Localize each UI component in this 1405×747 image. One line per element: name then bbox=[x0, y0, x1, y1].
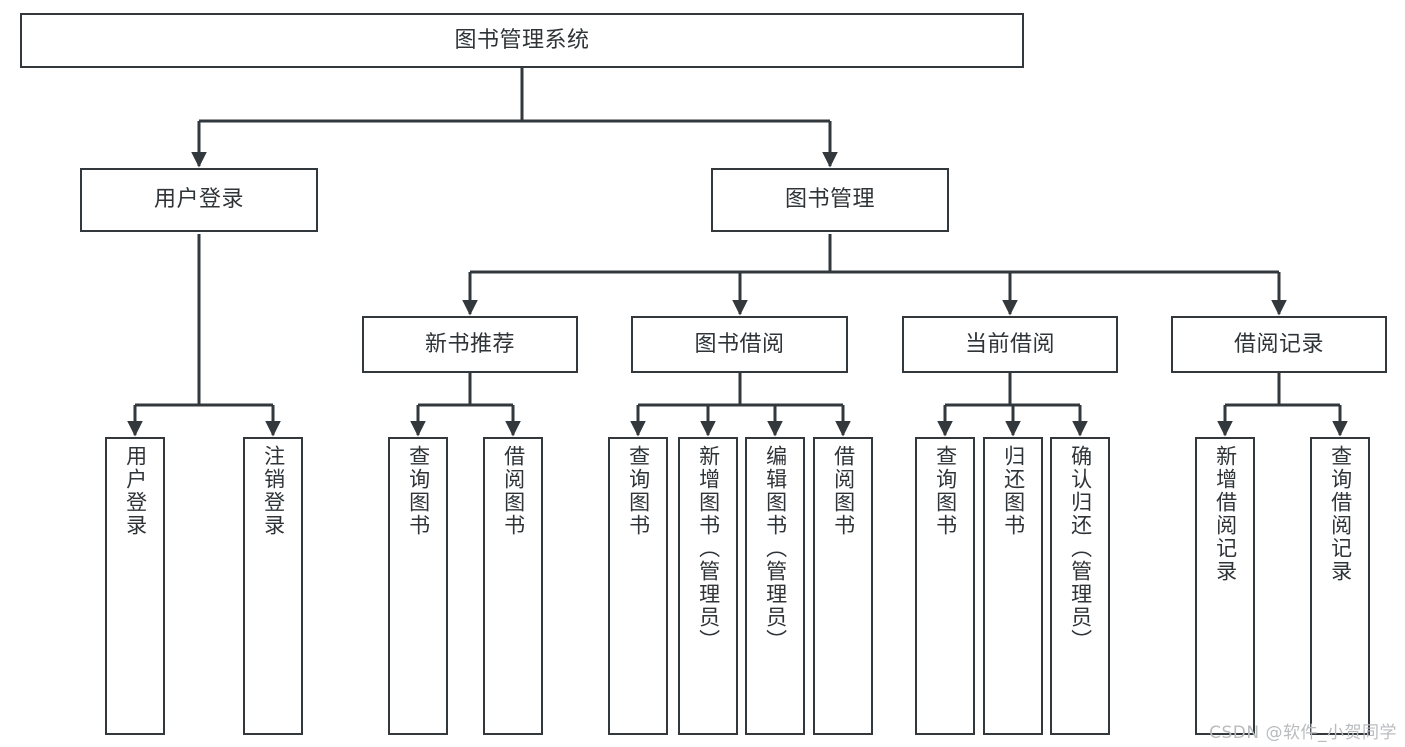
leaf-edit-book[interactable]: 编辑图书（管理员） bbox=[745, 437, 805, 735]
node-book-borrow-label: 图书借阅 bbox=[694, 331, 785, 357]
leaf-user-logout-label: 注销登录 bbox=[261, 445, 286, 537]
leaf-query-book-1[interactable]: 查询图书 bbox=[388, 437, 448, 735]
leaf-confirm-return[interactable]: 确认归还（管理员） bbox=[1050, 437, 1110, 735]
leaf-borrow-book-2[interactable]: 借阅图书 bbox=[813, 437, 873, 735]
leaf-add-record[interactable]: 新增借阅记录 bbox=[1195, 437, 1255, 735]
node-book-management-label: 图书管理 bbox=[784, 187, 875, 213]
leaf-borrow-book-2-label: 借阅图书 bbox=[831, 445, 856, 537]
node-user-login-label: 用户登录 bbox=[153, 187, 244, 213]
node-user-login[interactable]: 用户登录 bbox=[80, 168, 318, 232]
node-borrow-record-label: 借阅记录 bbox=[1233, 331, 1324, 357]
node-current-borrow-label: 当前借阅 bbox=[964, 331, 1055, 357]
leaf-add-record-label: 新增借阅记录 bbox=[1213, 445, 1238, 583]
node-book-borrow[interactable]: 图书借阅 bbox=[631, 316, 848, 373]
node-root-system-label: 图书管理系统 bbox=[454, 27, 590, 53]
leaf-borrow-book-1[interactable]: 借阅图书 bbox=[483, 437, 543, 735]
leaf-query-book-2[interactable]: 查询图书 bbox=[608, 437, 668, 735]
leaf-confirm-return-label: 确认归还（管理员） bbox=[1068, 445, 1093, 652]
node-current-borrow[interactable]: 当前借阅 bbox=[902, 316, 1118, 373]
leaf-return-book-label: 归还图书 bbox=[1001, 445, 1026, 537]
node-borrow-record[interactable]: 借阅记录 bbox=[1171, 316, 1387, 373]
leaf-return-book[interactable]: 归还图书 bbox=[983, 437, 1043, 735]
node-book-management[interactable]: 图书管理 bbox=[711, 168, 949, 232]
csdn-watermark: CSDN @软件_小贺同学 bbox=[1209, 723, 1397, 743]
node-root-system[interactable]: 图书管理系统 bbox=[20, 13, 1024, 68]
leaf-query-book-2-label: 查询图书 bbox=[626, 445, 651, 537]
leaf-add-book[interactable]: 新增图书（管理员） bbox=[678, 437, 738, 735]
leaf-query-book-3[interactable]: 查询图书 bbox=[915, 437, 975, 735]
leaf-query-record-label: 查询借阅记录 bbox=[1328, 445, 1353, 583]
node-new-book-recommend-label: 新书推荐 bbox=[424, 331, 515, 357]
leaf-query-record[interactable]: 查询借阅记录 bbox=[1310, 437, 1370, 735]
leaf-add-book-label: 新增图书（管理员） bbox=[696, 445, 721, 652]
leaf-user-logout[interactable]: 注销登录 bbox=[243, 437, 303, 735]
leaf-edit-book-label: 编辑图书（管理员） bbox=[763, 445, 788, 652]
leaf-user-login[interactable]: 用户登录 bbox=[105, 437, 165, 735]
leaf-user-login-label: 用户登录 bbox=[123, 445, 148, 537]
leaf-borrow-book-1-label: 借阅图书 bbox=[501, 445, 526, 537]
leaf-query-book-3-label: 查询图书 bbox=[933, 445, 958, 537]
leaf-query-book-1-label: 查询图书 bbox=[406, 445, 431, 537]
node-new-book-recommend[interactable]: 新书推荐 bbox=[362, 316, 578, 373]
